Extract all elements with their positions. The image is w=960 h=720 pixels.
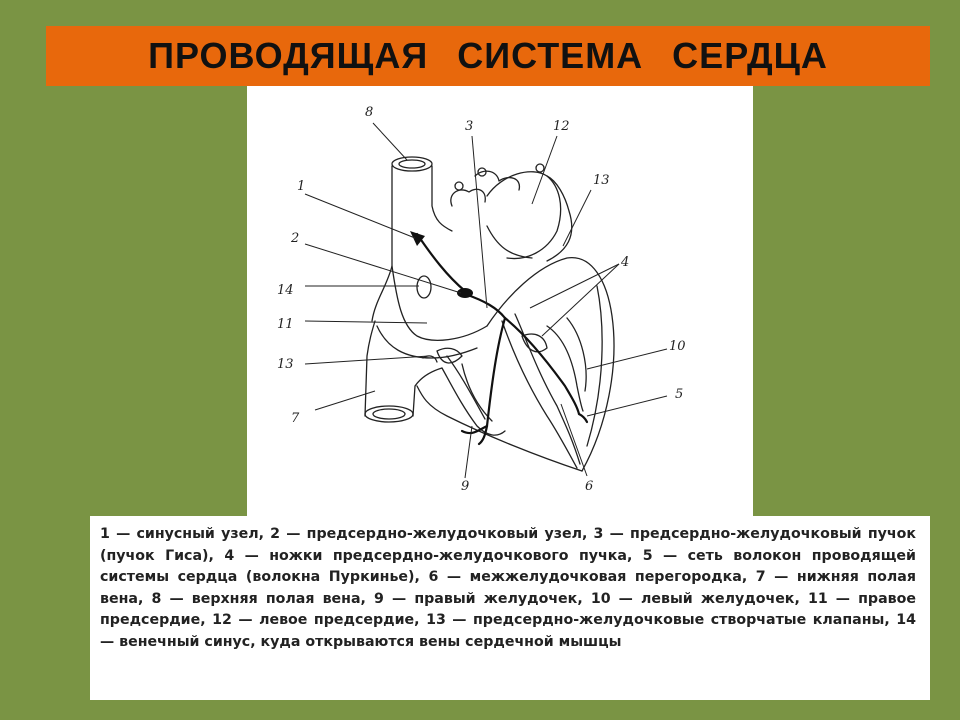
label-13-left: 13 (277, 357, 294, 372)
label-8: 8 (365, 105, 373, 120)
title-banner: ПРОВОДЯЩАЯ СИСТЕМА СЕРДЦА (46, 26, 930, 86)
label-3: 3 (465, 119, 473, 134)
great-vessels (450, 163, 545, 207)
av-node (457, 288, 473, 298)
label-7: 7 (291, 411, 300, 426)
left-ventricle (546, 317, 587, 412)
label-1: 1 (297, 179, 305, 194)
label-2: 2 (290, 231, 299, 246)
heart-outer-wall (416, 257, 615, 472)
right-atrium (376, 265, 488, 359)
heart-diagram-panel: 1 2 3 4 5 6 7 8 9 10 11 12 13 13 14 (247, 86, 753, 516)
page-title: ПРОВОДЯЩАЯ СИСТЕМА СЕРДЦА (148, 35, 828, 76)
legend-text: 1 — синусный узел, 2 — предсердно-желудо… (100, 526, 916, 650)
sinus-node (410, 231, 425, 246)
superior-vena-cava (371, 156, 453, 322)
label-13-top: 13 (593, 173, 610, 188)
label-4: 4 (620, 255, 629, 270)
label-14: 14 (277, 283, 294, 298)
heart-diagram: 1 2 3 4 5 6 7 8 9 10 11 12 13 13 14 (277, 105, 686, 494)
av-valves (422, 333, 548, 364)
left-atrium (486, 171, 573, 262)
label-9: 9 (461, 479, 469, 494)
inferior-vena-cava (364, 320, 443, 423)
label-12: 12 (553, 119, 570, 134)
leader-lines (304, 122, 668, 479)
label-11: 11 (277, 317, 294, 332)
conduction-system (415, 232, 589, 446)
label-10: 10 (669, 339, 686, 354)
label-6: 6 (585, 479, 593, 494)
label-5: 5 (675, 387, 683, 402)
legend-panel: 1 — синусный узел, 2 — предсердно-желудо… (90, 516, 930, 700)
